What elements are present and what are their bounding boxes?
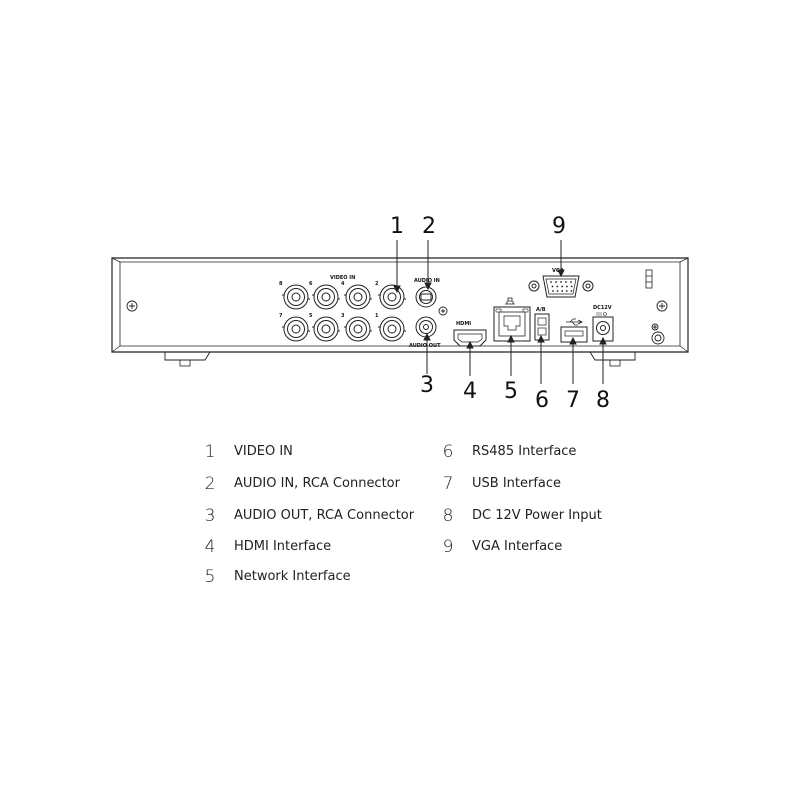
rs485-terminal (534, 313, 550, 341)
bnc-connector (282, 284, 310, 310)
legend-label: DC 12V Power Input (472, 508, 602, 523)
rs485-label: A/B (536, 307, 546, 313)
vga-port (528, 275, 594, 298)
legend-number: 9 (442, 537, 454, 557)
callout-1: 1 (390, 214, 404, 239)
callout-numbers: 1 2 3 4 5 6 7 8 9 (390, 214, 610, 413)
vga-pin (552, 290, 554, 292)
vga-pin (565, 281, 567, 283)
dc12v-label: DC12V (593, 305, 612, 311)
rj45-port (493, 306, 531, 342)
dc-polarity-icon (596, 312, 607, 316)
legend-label: HDMI Interface (234, 539, 332, 554)
callout-6: 6 (535, 388, 549, 413)
vga-pin (550, 281, 552, 283)
callout-5: 5 (504, 379, 518, 404)
chassis (111, 257, 689, 367)
bnc-channel-number: 5 (309, 313, 313, 319)
bnc-channel-number: 8 (279, 281, 283, 287)
vga-pin (561, 285, 563, 288)
vga-pin (556, 285, 559, 288)
legend-number: 1 (204, 442, 216, 462)
callout-9: 9 (552, 214, 566, 239)
callout-7: 7 (566, 388, 580, 413)
ground-screw-icon (438, 306, 448, 316)
legend-label: VGA Interface (472, 539, 563, 554)
vga-pin (570, 281, 572, 283)
vga-pin (556, 290, 559, 292)
legend-number: 8 (442, 506, 454, 526)
legend-number: 3 (204, 506, 216, 526)
bnc-connector (344, 284, 372, 310)
bnc-connector (312, 316, 340, 342)
legend-label: Network Interface (234, 569, 351, 584)
bnc-channel-number: 7 (279, 313, 283, 319)
bnc-connector (282, 316, 310, 342)
legend-label: RS485 Interface (472, 444, 577, 459)
ground-icon (651, 323, 665, 345)
callout-3: 3 (420, 373, 434, 398)
legend-label: USB Interface (472, 476, 562, 491)
legend-number: 4 (204, 537, 216, 557)
legend-label: AUDIO OUT, RCA Connector (234, 508, 415, 523)
vga-pin (566, 285, 568, 288)
audio-in-connector (415, 286, 437, 308)
vga-pin (551, 285, 554, 288)
callout-8: 8 (596, 388, 610, 413)
bnc-connector (344, 316, 372, 342)
bnc-channel-number: 3 (341, 313, 345, 319)
audio-out-connector (415, 316, 437, 338)
bnc-connector (378, 284, 406, 310)
callout-2: 2 (422, 214, 436, 239)
legend-number: 7 (442, 474, 454, 494)
video-in-label: VIDEO IN (330, 275, 355, 281)
legend-label: AUDIO IN, RCA Connector (234, 476, 400, 491)
bnc-connector (312, 284, 340, 310)
bnc-connector (378, 316, 406, 342)
legend-number: 6 (442, 442, 454, 462)
vent-slots (645, 269, 653, 289)
bnc-channel-number: 4 (341, 281, 345, 287)
audio-in-label: AUDIO IN (414, 278, 440, 284)
video-in-bnc-group: 8 6 4 2 7 5 3 1 (279, 281, 406, 342)
vga-pin (570, 285, 573, 288)
vga-pins (550, 281, 573, 292)
vga-pin (560, 281, 562, 283)
vga-pin (555, 281, 557, 283)
usb-icon (566, 318, 583, 326)
bnc-channel-number: 2 (375, 281, 379, 287)
vga-pin (565, 290, 568, 292)
screw-icon (126, 300, 668, 312)
vga-pin (570, 290, 573, 292)
legend-number: 5 (204, 567, 216, 587)
network-icon (505, 297, 515, 305)
legend-number: 2 (204, 474, 216, 494)
bnc-channel-number: 6 (309, 281, 313, 287)
hdmi-port (453, 329, 487, 347)
audio-out-label: AUDIO OUT (409, 343, 441, 349)
vga-pin (561, 290, 564, 292)
legend-label: VIDEO IN (234, 444, 293, 459)
callout-4: 4 (463, 379, 477, 404)
bnc-channel-number: 1 (375, 313, 379, 319)
hdmi-label: HDMI (456, 321, 471, 327)
leader-lines (393, 240, 607, 384)
